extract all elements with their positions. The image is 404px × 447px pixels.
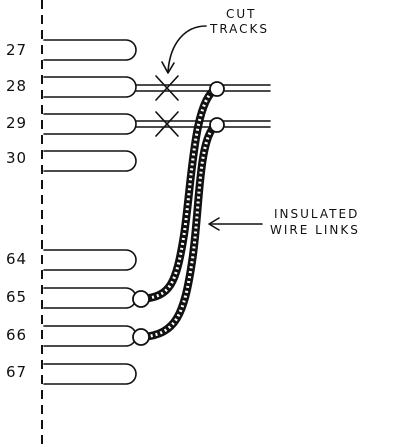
pin-label-28: 28 [6, 77, 27, 95]
pin-label-64: 64 [6, 250, 27, 268]
cut-mark-29 [155, 111, 179, 137]
wire-link-29-to-66 [139, 121, 220, 341]
cut-marks [155, 75, 179, 137]
solder-joints [132, 81, 225, 346]
pin-pad-27 [43, 39, 137, 61]
cut-tracks-arrow [167, 25, 207, 73]
solder-joint-65 [132, 290, 150, 308]
pin-pad-28 [43, 76, 137, 98]
cut-tracks-label-line2: TRACKS [209, 22, 269, 36]
solder-joint-28 [209, 81, 225, 97]
pin-label-65: 65 [6, 288, 27, 306]
pin-pad-64 [43, 249, 137, 271]
solder-joint-66 [132, 328, 150, 346]
pin-label-29: 29 [6, 114, 27, 132]
solder-joint-29 [209, 117, 225, 133]
insulated-wire-links [139, 85, 220, 341]
pin-label-67: 67 [6, 363, 27, 381]
annotation-insulated-wire-links: INSULATED WIRE LINKS [208, 207, 360, 237]
pin-pad-65 [43, 287, 137, 309]
wire-links-label-line2: WIRE LINKS [270, 223, 360, 237]
wire-links-arrowhead [208, 217, 220, 231]
pin-pads [43, 39, 137, 385]
annotation-cut-tracks: CUT TRACKS [161, 7, 269, 74]
pin-label-30: 30 [6, 149, 27, 167]
cut-tracks-label-line1: CUT [226, 7, 257, 21]
pin-pad-29 [43, 113, 137, 135]
cut-mark-28 [155, 75, 179, 101]
wire-link-28-to-65 [139, 85, 220, 303]
pin-labels: 27 28 29 30 64 65 66 67 [6, 41, 27, 381]
pin-label-66: 66 [6, 326, 27, 344]
wire-links-label-line1: INSULATED [274, 207, 359, 221]
pin-pad-30 [43, 150, 137, 172]
pin-label-27: 27 [6, 41, 27, 59]
pin-pad-67 [43, 363, 137, 385]
pin-pad-66 [43, 325, 137, 347]
cut-tracks-arrowhead [161, 61, 175, 74]
